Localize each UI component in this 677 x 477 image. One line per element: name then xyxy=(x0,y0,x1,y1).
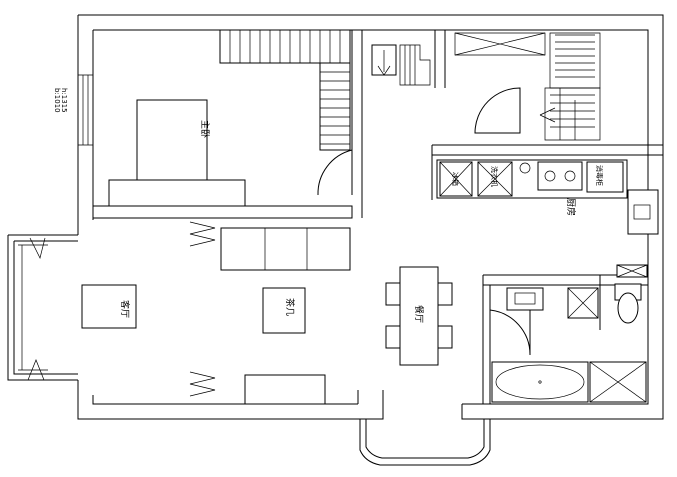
room-label-table: 茶几 xyxy=(284,298,296,316)
dimension-height: h:1315 xyxy=(60,88,68,113)
bathroom xyxy=(489,283,647,403)
bay-window-bottom xyxy=(359,419,491,466)
kitchen xyxy=(436,159,659,235)
appliance-label-fridge: 冰箱 xyxy=(451,172,460,186)
tv-stand xyxy=(81,284,137,329)
outer-walls xyxy=(77,14,664,420)
bay-window-left xyxy=(7,234,78,381)
curtains xyxy=(189,221,216,397)
stairs-right xyxy=(454,32,601,141)
bed xyxy=(108,99,246,207)
interior-walls xyxy=(93,30,663,404)
room-label-living: 客厅 xyxy=(119,300,131,318)
room-label-dining: 餐厅 xyxy=(413,305,425,323)
bedroom-door xyxy=(317,149,353,196)
kitchen-corner xyxy=(616,264,648,278)
room-label-kitchen: 厨房 xyxy=(565,198,577,216)
room-label-bedroom: 主卧 xyxy=(199,120,211,138)
coffee-table xyxy=(262,287,306,334)
dimension-width: b:1010 xyxy=(53,88,61,113)
dining-table xyxy=(385,266,453,366)
side-cabinet xyxy=(244,374,326,405)
appliance-label-washer: 洗衣机 xyxy=(490,166,499,187)
appliance-label-cabinet: 消毒柜 xyxy=(595,165,604,186)
stairs-entrance xyxy=(371,44,431,86)
sofa xyxy=(220,227,351,271)
left-wall-window xyxy=(78,74,93,146)
stairs-bedroom xyxy=(219,29,351,151)
